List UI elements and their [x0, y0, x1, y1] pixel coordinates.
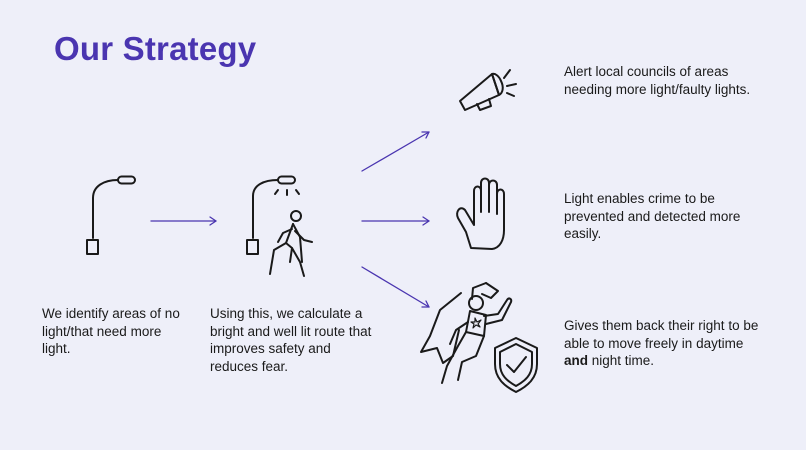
outcome-move-freely-bold: and [564, 353, 589, 368]
step-route-text: Using this, we calculate a bright and we… [210, 306, 372, 374]
step-identify-text: We identify areas of no light/that need … [42, 306, 180, 356]
arrow-step1-to-step2 [150, 216, 217, 226]
shield-check-icon [494, 337, 538, 393]
arrows-step2-to-outcomes [361, 131, 430, 308]
megaphone-icon [459, 69, 517, 111]
outcome-move-freely-part2: night time. [588, 353, 655, 368]
lit-streetlamp-pedestrian-icon [246, 175, 313, 277]
streetlamp-icon [86, 175, 136, 255]
outcome-move-freely-part1: Gives them back their right to be able t… [564, 318, 759, 351]
raised-hand-icon [456, 177, 505, 250]
superhero-icon [420, 282, 513, 384]
outcome-crime-prevention-text: Light enables crime to be prevented and … [564, 191, 741, 241]
outcome-move-freely-text: Gives them back their right to be able t… [564, 317, 769, 370]
page-title: Our Strategy [54, 30, 257, 67]
outcome-alert-councils-text: Alert local councils of areas needing mo… [564, 64, 751, 97]
